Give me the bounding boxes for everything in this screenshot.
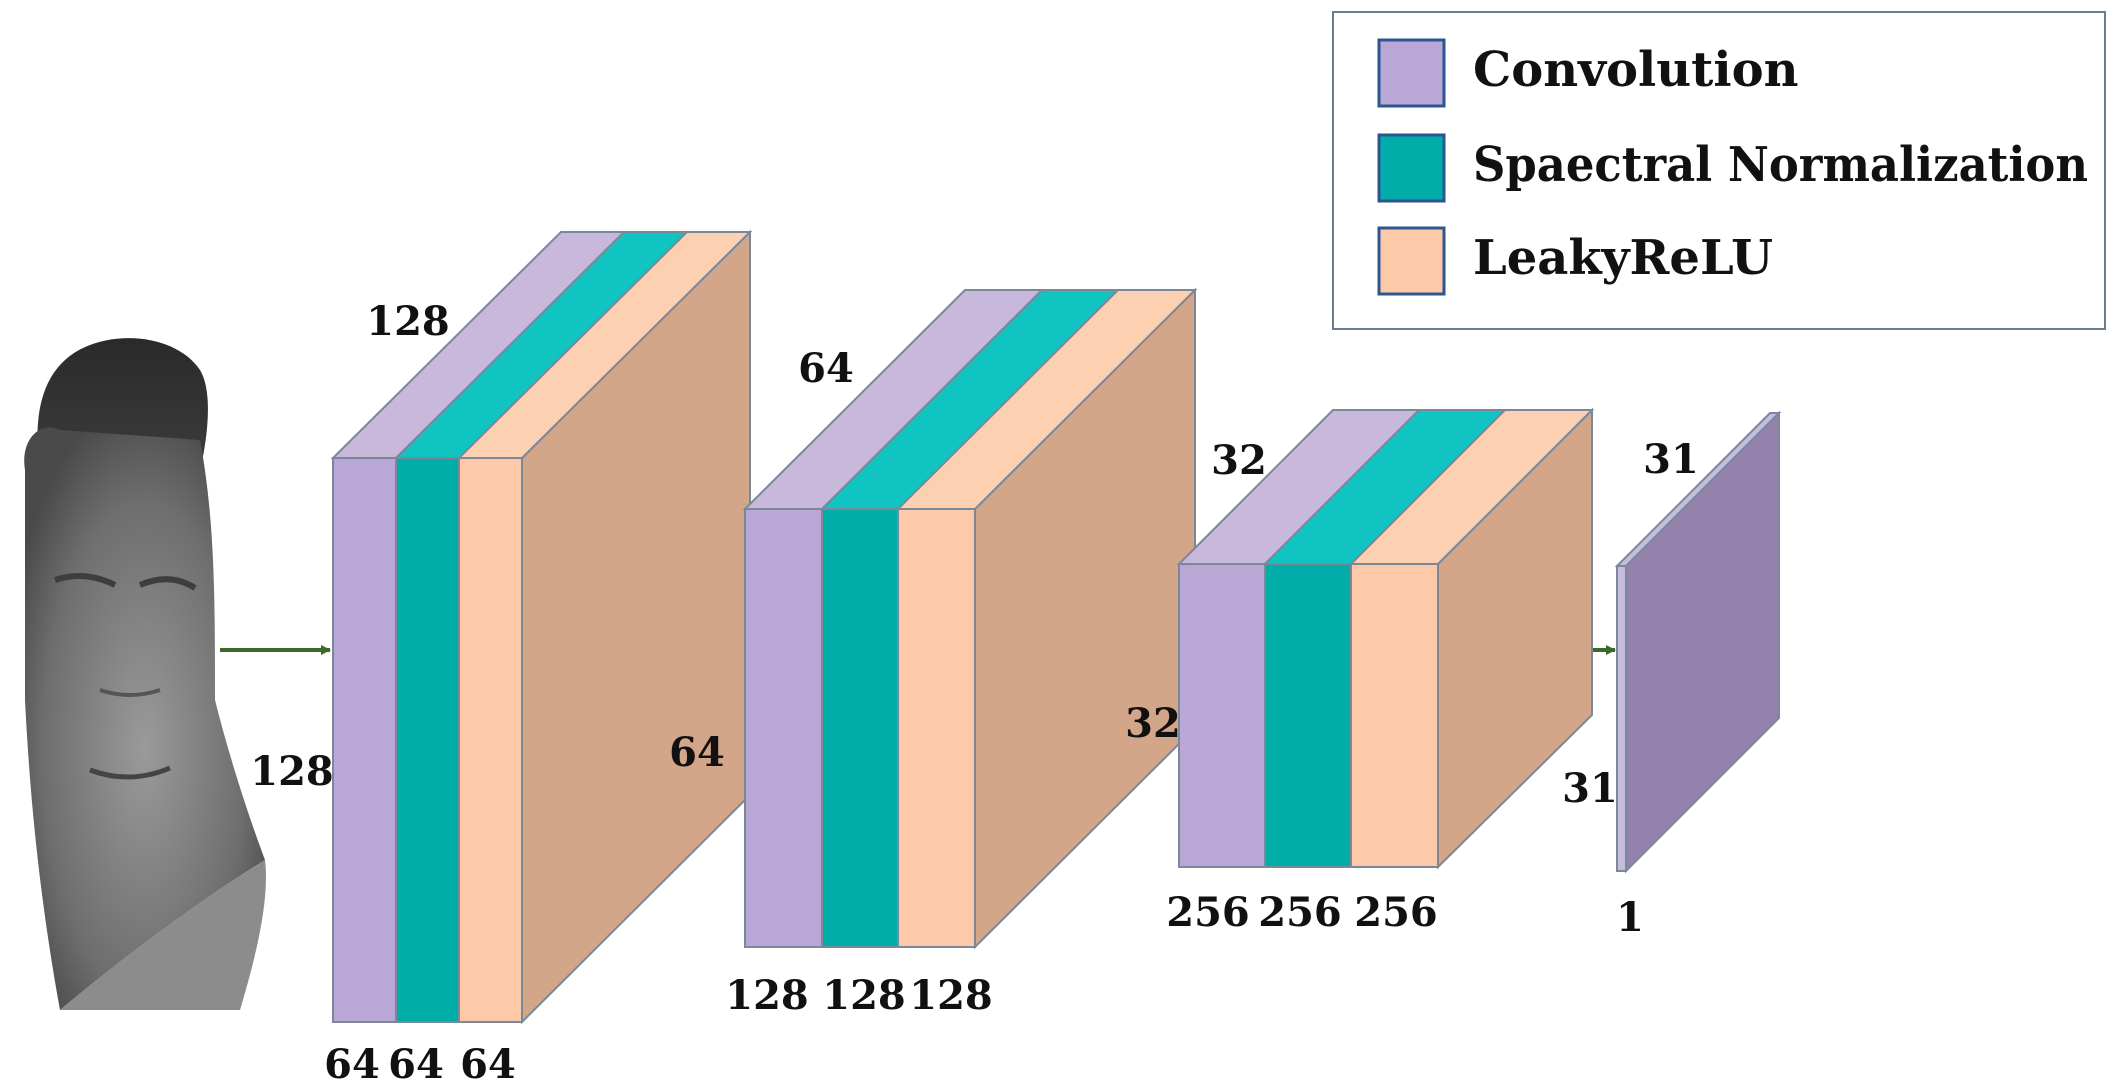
legend: Convolution Spaectral Normalization Leak… xyxy=(1332,11,2106,330)
output-height-label: 31 xyxy=(1562,765,1618,812)
block-3-relu-channels: 256 xyxy=(1354,889,1438,936)
block-2-height-label: 64 xyxy=(669,729,725,776)
block-3-sn-face xyxy=(1264,563,1352,868)
block-3-height-label: 32 xyxy=(1125,700,1181,747)
block-3-depth-label: 32 xyxy=(1211,437,1267,484)
block-1-height-label: 128 xyxy=(250,748,334,795)
legend-label-convolution: Convolution xyxy=(1473,42,1798,98)
legend-label-leakyrelu: LeakyReLU xyxy=(1473,230,1773,286)
legend-frame xyxy=(1332,11,2106,330)
output-channel-label: 1 xyxy=(1616,894,1644,941)
block-1-sn-channels: 64 xyxy=(388,1041,444,1088)
block-1-conv-face xyxy=(332,457,397,1023)
input-face-image xyxy=(24,338,266,1011)
legend-swatch-convolution xyxy=(1377,38,1446,108)
block-2-relu-channels: 128 xyxy=(909,972,993,1019)
block-3: 32 32 256 256 256 xyxy=(1125,407,1595,936)
block-1-sn-face xyxy=(395,457,460,1023)
block-2-conv-face xyxy=(744,508,823,948)
block-2-sn-channels: 128 xyxy=(822,972,906,1019)
block-3-sn-channels: 256 xyxy=(1258,889,1342,936)
legend-swatch-leakyrelu xyxy=(1377,226,1446,296)
block-2-conv-channels: 128 xyxy=(725,972,809,1019)
block-3-conv-face xyxy=(1178,563,1266,868)
legend-label-spectral-normalization: Spaectral Normalization xyxy=(1473,137,2088,193)
legend-swatch-spectral-normalization xyxy=(1377,133,1446,203)
block-1: 128 128 64 64 64 xyxy=(250,229,753,1088)
block-3-conv-channels: 256 xyxy=(1166,889,1250,936)
block-2: 64 64 128 128 128 xyxy=(669,287,1198,1019)
block-1-relu-channels: 64 xyxy=(460,1041,516,1088)
output-map: 31 31 1 xyxy=(1562,410,1782,941)
block-3-relu-face xyxy=(1350,563,1439,868)
block-2-sn-face xyxy=(821,508,899,948)
block-2-depth-label: 64 xyxy=(798,345,854,392)
block-2-relu-face xyxy=(897,508,976,948)
block-1-depth-label: 128 xyxy=(366,298,450,345)
output-front-edge xyxy=(1616,565,1627,872)
block-1-relu-face xyxy=(458,457,523,1023)
block-1-conv-channels: 64 xyxy=(324,1041,380,1088)
output-depth-label: 31 xyxy=(1643,436,1699,483)
